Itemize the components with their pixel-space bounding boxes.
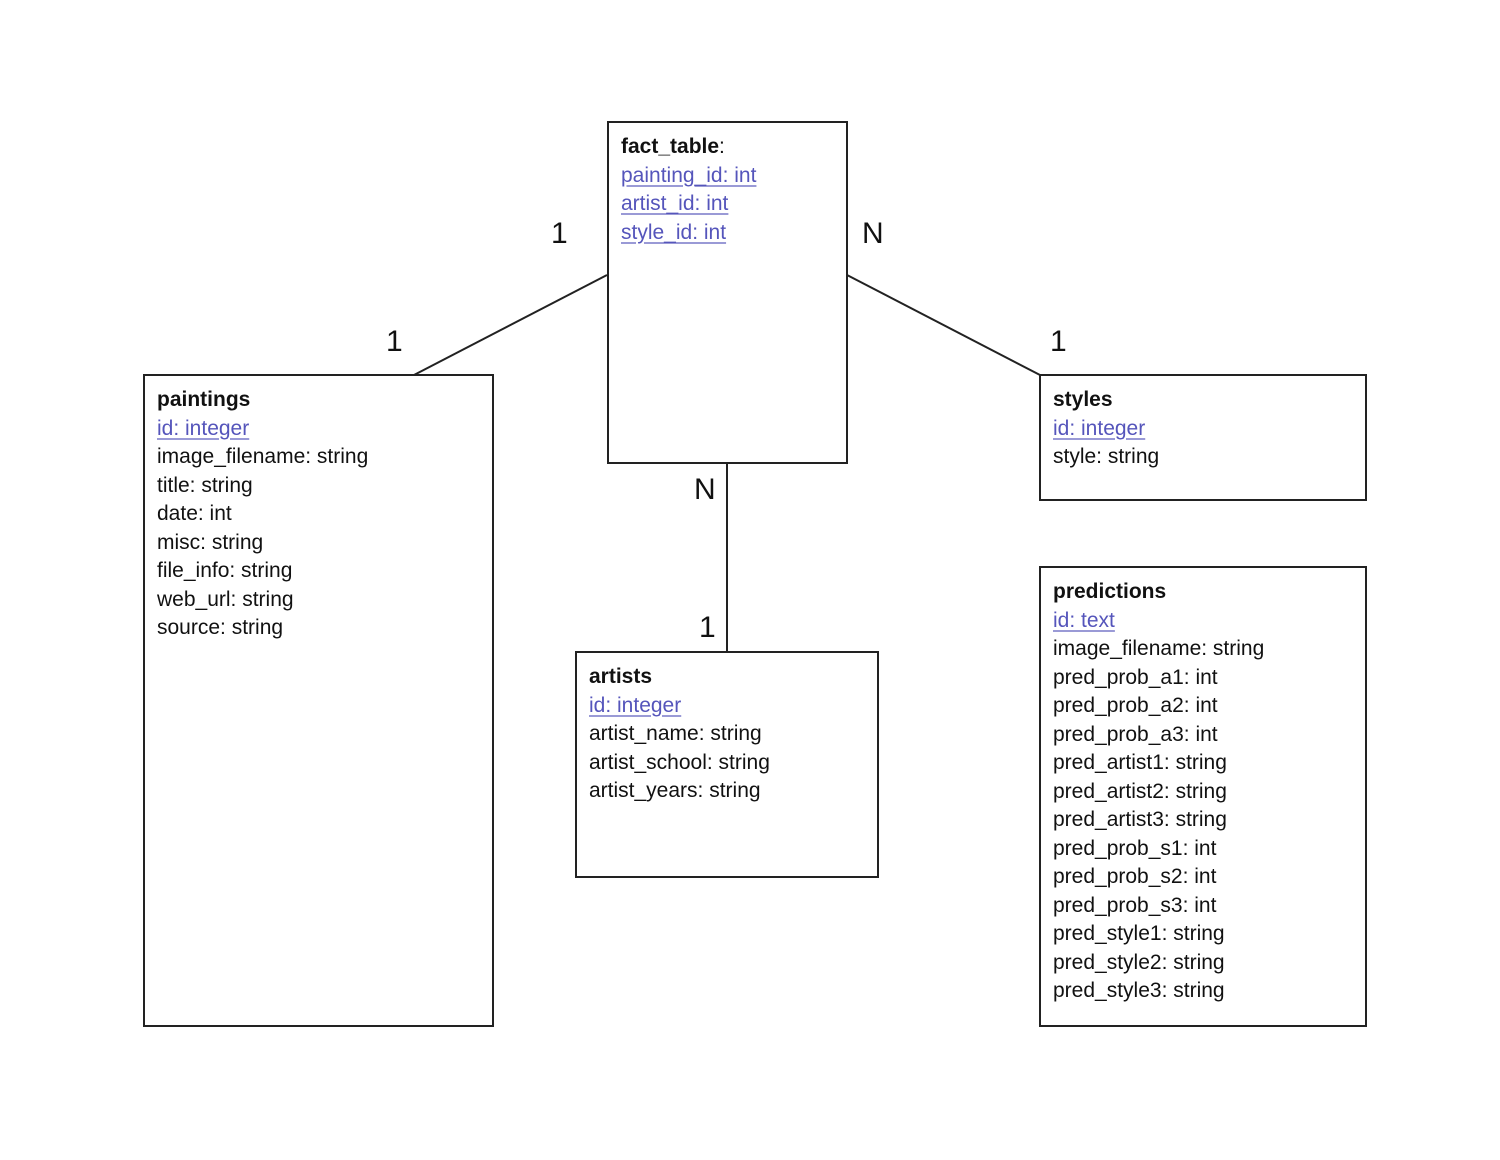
cardinality-fact-styles: N xyxy=(862,217,884,250)
field: artist_years: string xyxy=(589,779,761,802)
entity-title: paintings xyxy=(157,388,251,411)
entity-artists: artists id: integer artist_name: string … xyxy=(575,651,879,878)
field-painting-id: painting_id: int xyxy=(621,163,757,187)
entity-title: predictions xyxy=(1053,580,1167,603)
field: pred_prob_a3: int xyxy=(1053,722,1218,746)
entity-fact-table: fact_table: painting_id: int artist_id: … xyxy=(607,121,848,464)
field-artist-id: artist_id: int xyxy=(621,192,729,215)
field-key: id: integer xyxy=(1053,416,1146,440)
field: pred_artist2: string xyxy=(1053,779,1227,803)
field: pred_style2: string xyxy=(1053,950,1225,974)
cardinality-artists: 1 xyxy=(699,611,716,644)
field: artist_name: string xyxy=(589,722,762,745)
field: pred_artist1: string xyxy=(1053,751,1227,774)
entity-paintings: paintings id: integer image_filename: st… xyxy=(143,374,494,1027)
field: image_filename: string xyxy=(157,445,369,468)
field-style-id: style_id: int xyxy=(621,220,727,244)
cardinality-styles: 1 xyxy=(1050,325,1067,358)
entity-title-suffix: : xyxy=(719,135,725,158)
entity-title-line: fact_table: xyxy=(621,133,834,162)
field: pred_prob_s3: int xyxy=(1053,893,1217,917)
line-fact-to-paintings xyxy=(413,274,608,376)
entity-predictions: predictions id: text image_filename: str… xyxy=(1039,566,1367,1027)
field-key: id: text xyxy=(1053,608,1115,632)
field: web_url: string xyxy=(157,587,294,611)
field: title: string xyxy=(157,473,253,497)
field: file_info: string xyxy=(157,559,293,582)
cardinality-paintings: 1 xyxy=(386,325,403,358)
field: source: string xyxy=(157,616,284,639)
field: pred_prob_s1: int xyxy=(1053,836,1217,860)
entity-styles: styles id: integer style: string xyxy=(1039,374,1367,501)
field: style: string xyxy=(1053,445,1160,468)
entity-title: styles xyxy=(1053,388,1113,411)
field: pred_prob_a2: int xyxy=(1053,694,1218,717)
field: pred_prob_s2: int xyxy=(1053,865,1217,888)
cardinality-fact-paintings: 1 xyxy=(551,217,568,250)
cardinality-fact-artists: N xyxy=(694,473,716,506)
field: pred_style3: string xyxy=(1053,979,1225,1002)
field: date: int xyxy=(157,502,232,525)
field: image_filename: string xyxy=(1053,637,1265,660)
field-key: id: integer xyxy=(157,416,250,440)
field: pred_style1: string xyxy=(1053,922,1225,945)
line-fact-to-styles xyxy=(846,274,1041,376)
entity-title: artists xyxy=(589,665,653,688)
entity-title: fact_table xyxy=(621,135,720,158)
field: pred_prob_a1: int xyxy=(1053,665,1218,689)
field: artist_school: string xyxy=(589,750,770,774)
field: misc: string xyxy=(157,530,264,554)
field-key: id: integer xyxy=(589,693,682,717)
field: pred_artist3: string xyxy=(1053,808,1227,831)
